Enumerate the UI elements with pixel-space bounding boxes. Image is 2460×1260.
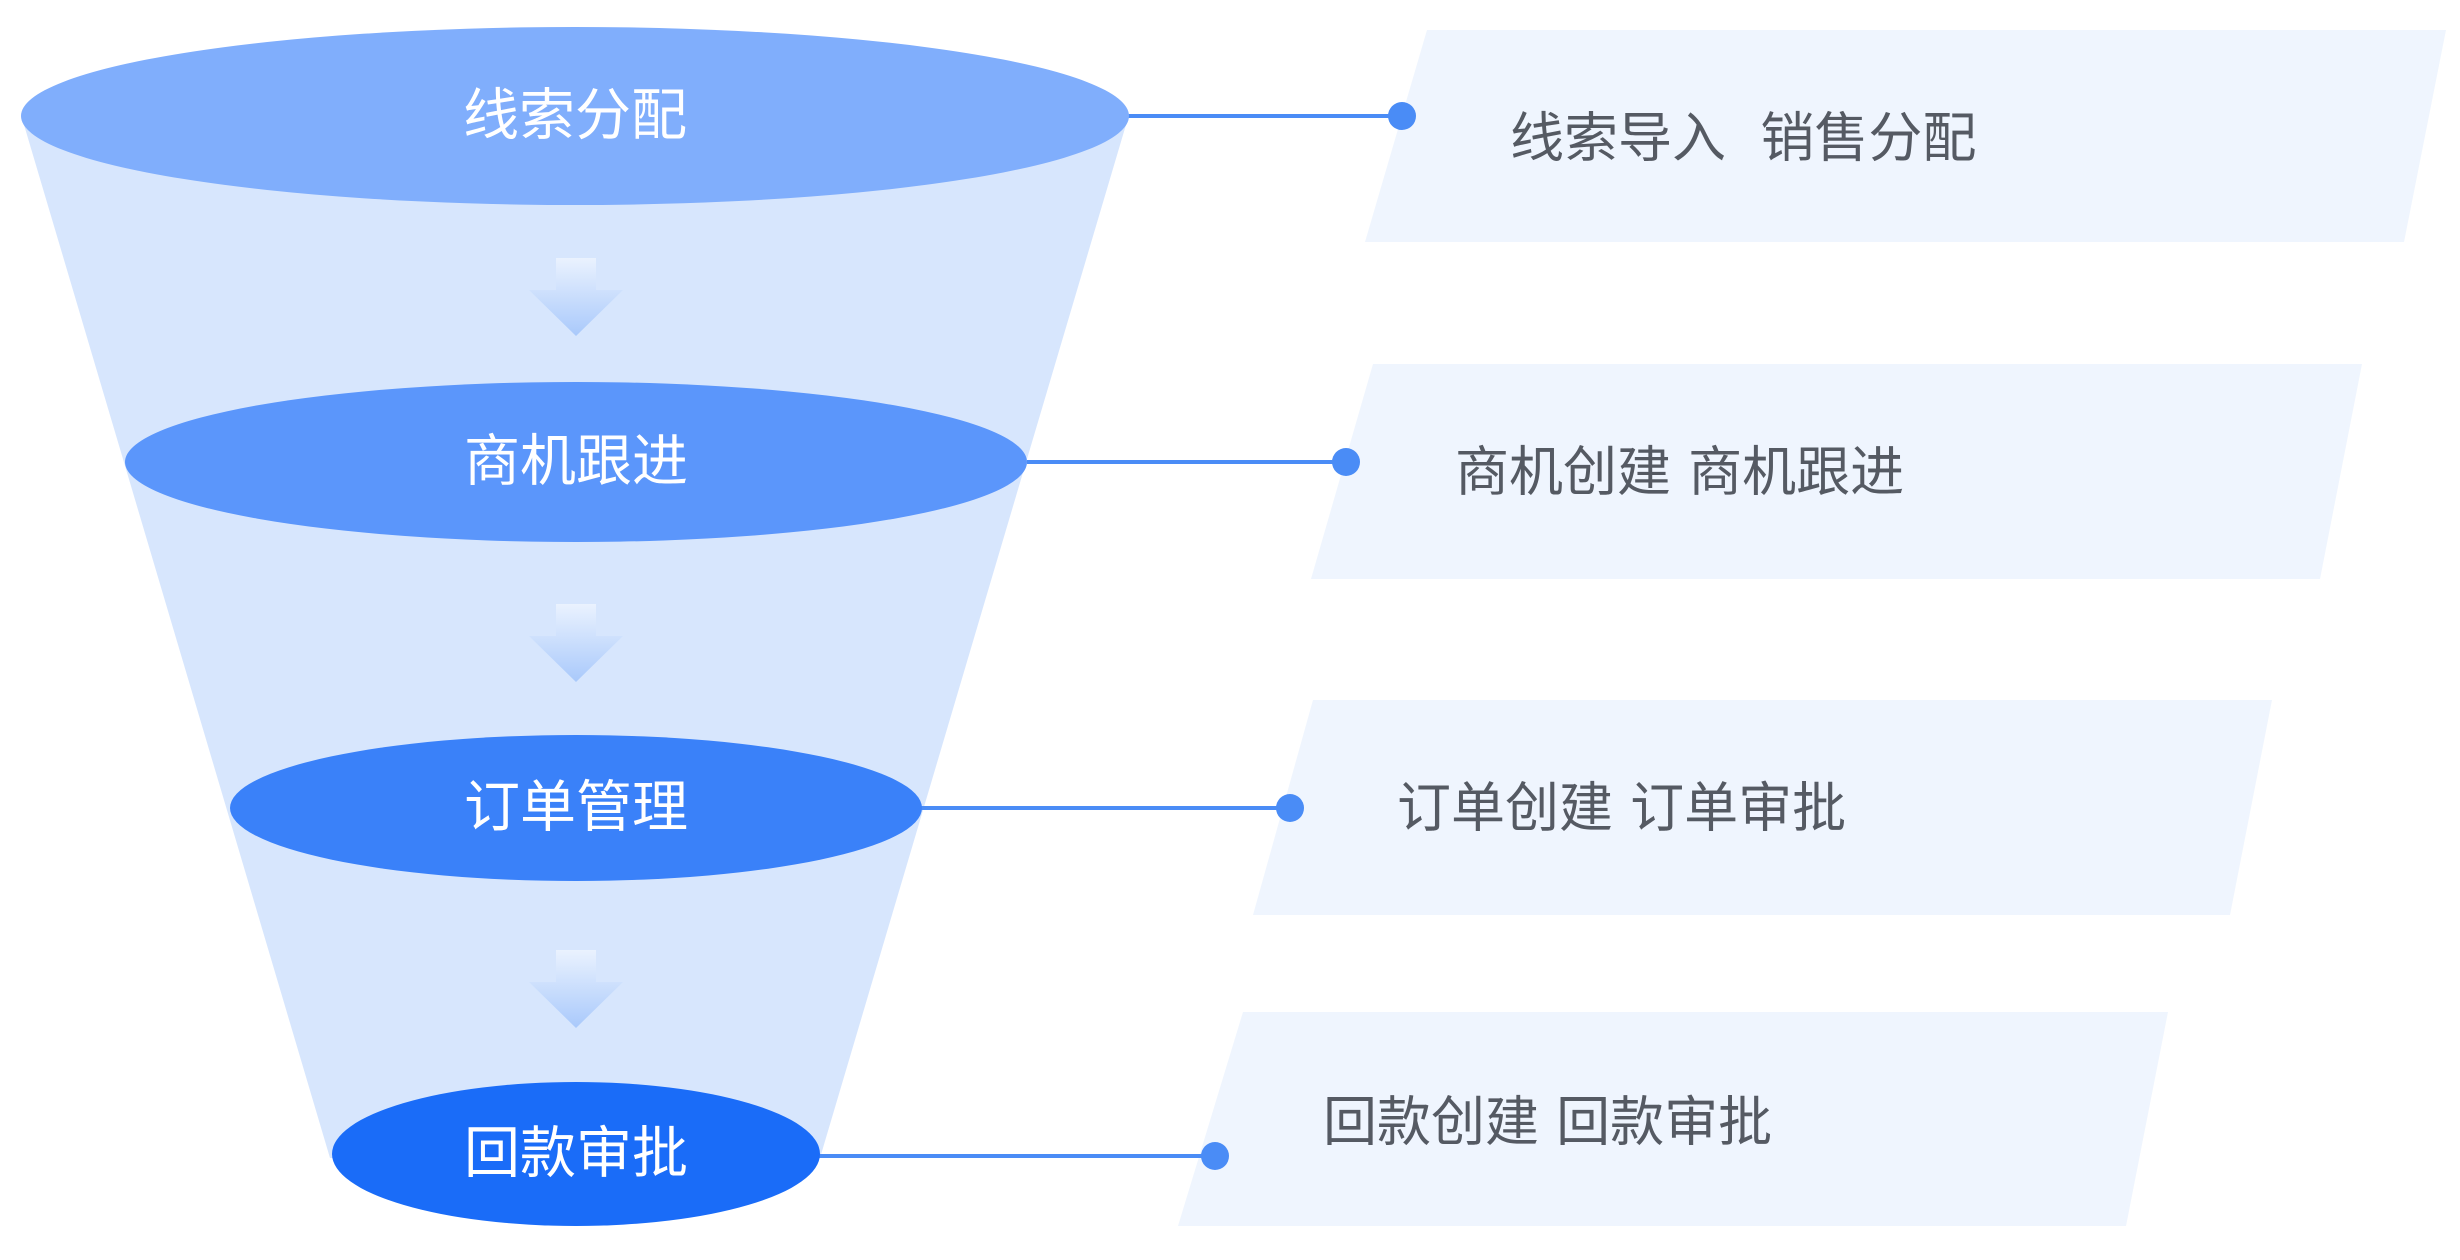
connector-dot xyxy=(1332,448,1360,476)
connector-dot xyxy=(1276,794,1304,822)
detail-label-payment: 回款创建 回款审批 xyxy=(1323,1091,1772,1154)
detail-panel xyxy=(1253,700,2272,915)
stage-label-payment: 回款审批 xyxy=(464,1122,688,1187)
stage-label-order: 订单管理 xyxy=(464,776,688,841)
detail-label-order: 订单创建 订单审批 xyxy=(1397,777,1846,840)
down-arrow-icon xyxy=(529,258,623,336)
stage-ellipse-leads xyxy=(21,27,1129,205)
detail-panel xyxy=(1178,1012,2168,1226)
stage-label-leads: 线索分配 xyxy=(463,84,687,149)
detail-panel xyxy=(1311,364,2362,579)
stage-ellipse-opportunity xyxy=(125,382,1027,542)
connector-dot xyxy=(1201,1142,1229,1170)
stage-ellipse-payment xyxy=(332,1082,820,1226)
connector-dot xyxy=(1388,102,1416,130)
down-arrow-icon xyxy=(529,604,623,682)
detail-label-opportunity: 商机创建 商机跟进 xyxy=(1455,441,1904,504)
detail-label-leads: 线索导入 销售分配 xyxy=(1510,107,1976,170)
stage-ellipse-order xyxy=(230,735,922,881)
detail-panel xyxy=(1365,30,2446,242)
stage-label-opportunity: 商机跟进 xyxy=(464,430,688,495)
down-arrow-icon xyxy=(529,950,623,1028)
